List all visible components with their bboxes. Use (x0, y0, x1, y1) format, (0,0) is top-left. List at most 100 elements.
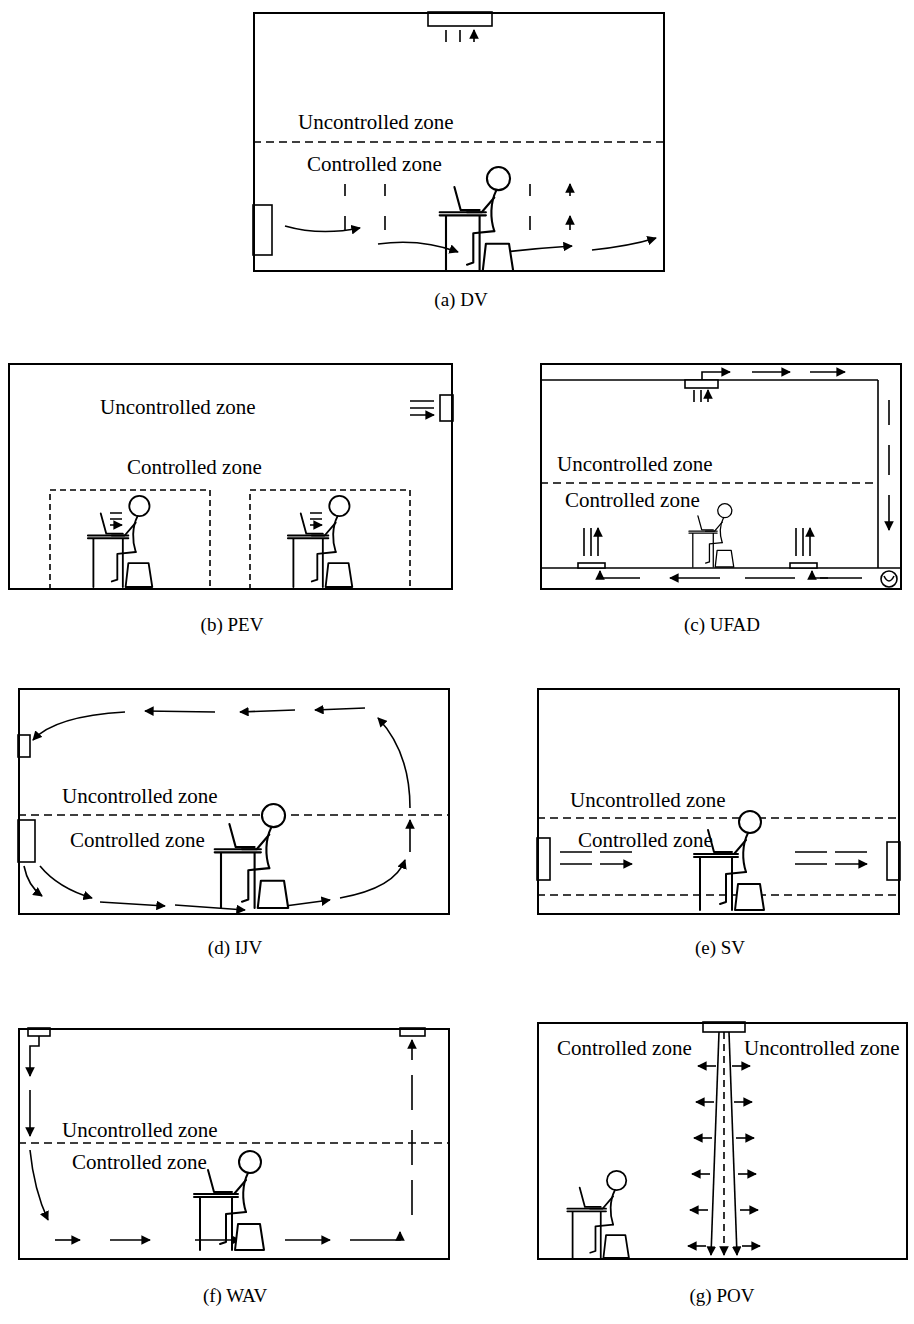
dv-art-part (253, 141, 665, 143)
ufad-art-part (877, 380, 879, 568)
zone-label: Controlled zone (72, 1150, 207, 1175)
pev-art-part (310, 513, 322, 525)
ufad-art-part (752, 371, 790, 373)
zone-label: Uncontrolled zone (298, 110, 454, 135)
zone-label: Controlled zone (307, 152, 442, 177)
pev-art-part (288, 496, 352, 587)
ventilation-panel: Uncontrolled zoneControlled zone(b) PEV (8, 363, 453, 590)
jet-arrow (688, 1245, 706, 1247)
wav-art-part (110, 1239, 150, 1241)
ijv-art-part (18, 820, 35, 862)
sv-art-part (537, 894, 900, 896)
ufad-art-part (888, 400, 890, 530)
ijv-art-part (240, 710, 295, 712)
sv-art-part (795, 852, 867, 864)
ventilation-panel: Uncontrolled zoneControlled zone(c) UFAD (540, 363, 902, 590)
wav-art-part (285, 1239, 330, 1241)
wav-art-part (195, 1239, 240, 1241)
ufad-art-part (600, 571, 640, 578)
panel-art (18, 12, 900, 1258)
ventilation-panel: Controlled zoneUncontrolled zone(g) POV (537, 1022, 908, 1260)
ijv-art-part (378, 718, 410, 808)
ijv-art-part (33, 712, 125, 740)
ufad-art-part (578, 563, 605, 568)
ufad-art-part (685, 380, 718, 388)
wav-art-part (55, 1239, 80, 1241)
zone-label: Uncontrolled zone (62, 1118, 218, 1143)
panel-caption: (a) DV (434, 289, 487, 312)
ufad-art-part (689, 504, 734, 567)
ijv-art-part (145, 711, 215, 712)
zone-label: Uncontrolled zone (557, 452, 713, 477)
ufad-art-part (540, 482, 878, 484)
pev-art-part (250, 490, 410, 590)
jet-arrow (690, 1209, 708, 1211)
ufad-art-part (694, 390, 708, 402)
ufad-art-part (702, 372, 730, 380)
dv-art-part (285, 226, 360, 232)
pev-art-part (110, 513, 122, 525)
sv-art-part (537, 817, 900, 819)
dv-art (253, 12, 665, 271)
ufad-art-part (796, 528, 810, 556)
wav-art-part (350, 1232, 400, 1240)
jet-side-arrows (688, 1066, 760, 1246)
panel-caption: (f) WAV (203, 1285, 267, 1308)
ijv-art-part (18, 814, 450, 816)
ijv-art-part (409, 820, 411, 852)
wav-art-part (30, 1150, 48, 1220)
wav-art-part (30, 1036, 39, 1076)
dv-art-part (505, 246, 572, 252)
dv-art-part (253, 205, 272, 255)
sv-art-part (694, 811, 764, 910)
ijv-art (18, 708, 450, 910)
pev-art-part (50, 490, 210, 590)
zone-label: Controlled zone (70, 828, 205, 853)
jet-arrow (696, 1101, 714, 1103)
ufad-art-part (810, 371, 845, 373)
panel-caption: (b) PEV (201, 614, 264, 637)
ijv-art-part (100, 902, 165, 906)
ufad-art-part (670, 577, 862, 579)
zone-label: Uncontrolled zone (570, 788, 726, 813)
wav-art-part (411, 1040, 413, 1215)
ijv-art-part (215, 804, 288, 908)
panel-caption: (g) POV (690, 1285, 755, 1308)
ufad-art-part (812, 571, 828, 578)
panel-caption: (d) IJV (208, 937, 262, 960)
zone-label: Controlled zone (127, 455, 262, 480)
ijv-art-part (315, 708, 365, 710)
jet-arrow (736, 1137, 754, 1139)
wav-art (18, 1028, 450, 1250)
jet-arrow (694, 1137, 712, 1139)
dv-art-part (440, 167, 514, 271)
pov-art-part (723, 1032, 725, 1255)
ufad-art-part (884, 576, 894, 581)
ventilation-panel: Uncontrolled zoneControlled zone(f) WAV (18, 1028, 450, 1260)
ufad-art-part (790, 563, 817, 568)
pev-art-part (88, 496, 152, 587)
ijv-art-part (340, 860, 405, 898)
ventilation-panel: Uncontrolled zoneControlled zone(e) SV (537, 688, 900, 915)
ijv-art-part (175, 905, 245, 910)
dv-art-part (428, 12, 492, 26)
jet-arrow (698, 1065, 716, 1067)
dv-art-part (345, 184, 570, 196)
pev-art-part (410, 401, 434, 415)
pov-art-part (567, 1171, 629, 1258)
ijv-art-part (24, 866, 42, 896)
ijv-art-part (285, 900, 330, 906)
ventilation-panel: Uncontrolled zoneControlled zone(a) DV (253, 12, 665, 272)
jet-arrow (740, 1209, 758, 1211)
ijv-art-part (40, 866, 92, 898)
panel-caption: (c) UFAD (684, 614, 760, 637)
dv-art-part (446, 30, 474, 42)
zone-label: Uncontrolled zone (62, 784, 218, 809)
jet-arrow (692, 1173, 710, 1175)
ufad-art-part (584, 528, 598, 556)
jet-arrow (742, 1245, 760, 1247)
dv-art-part (345, 216, 570, 230)
wav-art-part (18, 1142, 450, 1144)
zone-label: Controlled zone (578, 828, 713, 853)
